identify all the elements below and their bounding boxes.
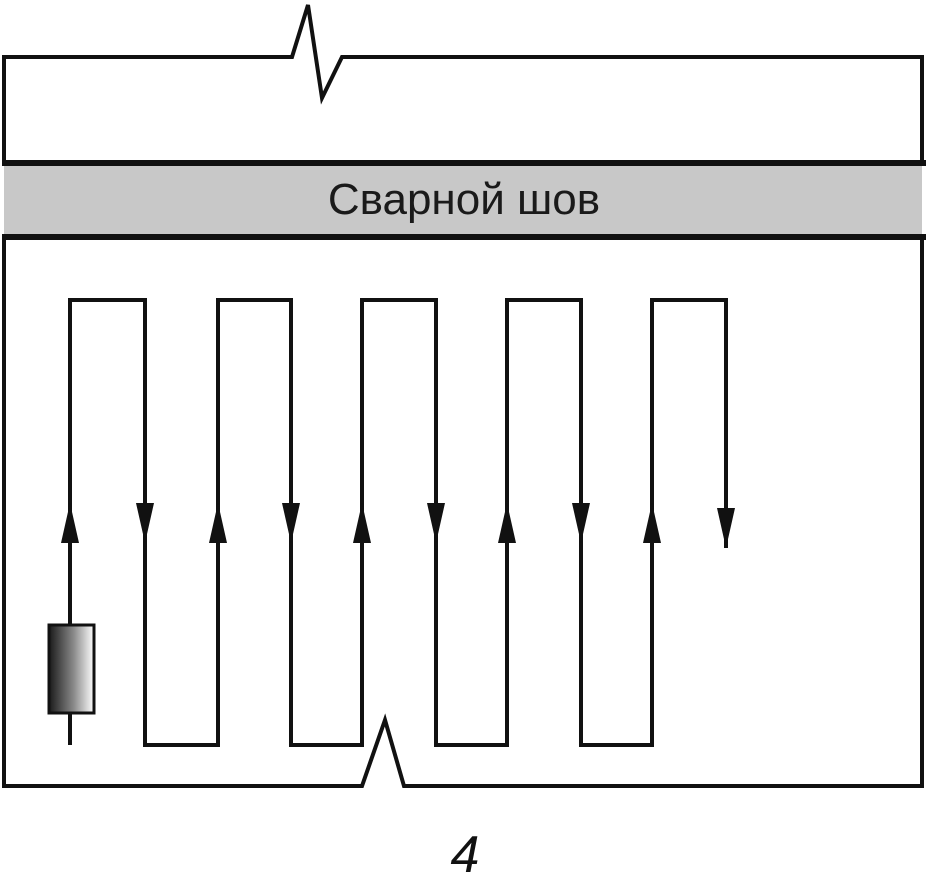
arrow-down-icon: [282, 503, 300, 543]
arrow-up-icon: [353, 503, 371, 543]
arrow-down-icon: [427, 503, 445, 543]
arrow-down-icon: [717, 508, 735, 548]
arrow-up-icon: [61, 503, 79, 543]
weld-seam-label: Сварной шов: [328, 175, 600, 224]
arrow-down-icon: [572, 503, 590, 543]
arrow-up-icon: [209, 503, 227, 543]
scan-path: [68, 298, 728, 747]
arrow-down-icon: [136, 503, 154, 543]
figure-number: 4: [451, 826, 480, 883]
arrow-up-icon: [498, 503, 516, 543]
lower-plate-outline: [2, 240, 924, 788]
weld-seam-band: [4, 163, 922, 237]
upper-plate-outline: [2, 4, 924, 160]
arrow-up-icon: [643, 503, 661, 543]
ultrasonic-probe-icon: [47, 623, 96, 715]
direction-arrows: [61, 503, 735, 548]
